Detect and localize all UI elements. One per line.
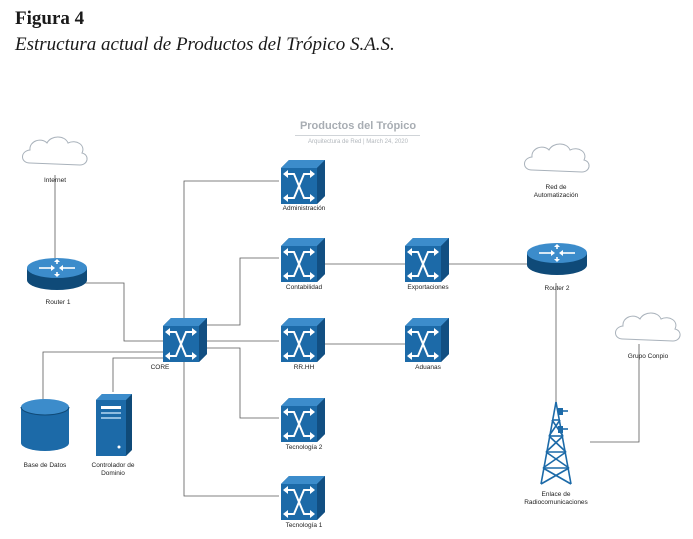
exportaciones-label: Exportaciones <box>407 284 449 291</box>
figure-caption: Estructura actual de Productos del Trópi… <box>15 34 395 55</box>
radio-link-label-line-1: Enlace de <box>542 491 571 498</box>
diagram-title-divider <box>295 135 420 136</box>
administracion-label: Administración <box>283 205 326 212</box>
group-cloud-icon <box>615 312 681 342</box>
diagram-subtitle: Arquitectura de Red | March 24, 2020 <box>308 139 408 145</box>
core-label: CORE <box>151 364 170 371</box>
automation-network-label-line-2: Automatización <box>534 192 579 199</box>
router-2-icon <box>526 242 588 276</box>
database-icon <box>20 399 70 451</box>
database-label: Base de Datos <box>24 462 67 469</box>
tecnologia-1-label: Tecnología 1 <box>286 522 323 529</box>
automation-network-cloud-icon <box>524 143 590 173</box>
connection-lines <box>42 175 640 497</box>
contabilidad-label: Contabilidad <box>286 284 323 291</box>
router-1-icon <box>26 257 88 291</box>
diagram-title: Productos del Trópico <box>299 120 417 132</box>
automation-network-label-line-1: Red de <box>546 184 567 191</box>
tecnologia-2-switch-icon <box>280 397 326 443</box>
exportaciones-switch-icon <box>404 237 450 283</box>
radio-tower-icon <box>540 401 572 485</box>
rrhh-label: RR.HH <box>294 364 315 371</box>
radio-link-label-line-2: Radiocomunicaciones <box>524 499 588 506</box>
rrhh-switch-icon <box>280 317 326 363</box>
domain-controller-label-line-2: Dominio <box>101 470 125 477</box>
router-1-label: Router 1 <box>46 299 71 306</box>
internet-cloud-icon <box>22 136 88 166</box>
core-switch-icon <box>162 317 208 363</box>
server-icon <box>96 394 132 456</box>
group-label: Grupo Conpio <box>628 353 669 360</box>
aduanas-switch-icon <box>404 317 450 363</box>
tecnologia-1-switch-icon <box>280 475 326 521</box>
figure-number: Figura 4 <box>15 8 85 29</box>
administracion-switch-icon <box>280 159 326 205</box>
contabilidad-switch-icon <box>280 237 326 283</box>
aduanas-label: Aduanas <box>415 364 441 371</box>
internet-label: Internet <box>44 177 66 184</box>
router-2-label: Router 2 <box>545 285 570 292</box>
tecnologia-2-label: Tecnología 2 <box>286 444 323 451</box>
domain-controller-label-line-1: Controlador de <box>92 462 135 469</box>
